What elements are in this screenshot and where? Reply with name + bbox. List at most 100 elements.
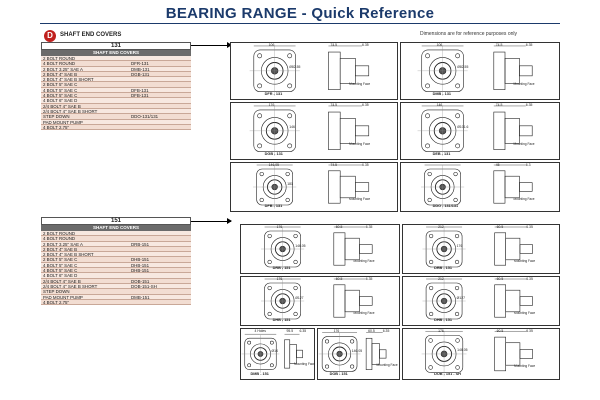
dimension-label: 106 <box>268 43 275 47</box>
row-description: 4 BOLT 2.75" <box>43 124 70 130</box>
bolt-hole <box>427 197 432 203</box>
drawing-caption: DFB - 131 <box>264 204 283 208</box>
row-part-code <box>131 231 191 235</box>
side-flange <box>365 337 373 370</box>
drawing-caption: DGB - 131 <box>264 152 283 156</box>
bolt-hole <box>429 311 434 317</box>
table-header: SHAFT END COVERS <box>41 225 191 231</box>
row-part-code <box>131 289 191 293</box>
pointer-arrow <box>191 42 232 48</box>
row-description: 2 BOLT 5" SAE C <box>43 82 78 87</box>
row-description: 2/4 BOLT 4" SAE B <box>43 278 81 283</box>
technical-drawing <box>421 331 533 377</box>
drawing-caption: DFR - 131 <box>264 92 283 96</box>
technical-drawing <box>417 105 533 156</box>
table-row: 2 BOLT 4" SAE B SHORT <box>41 77 191 83</box>
bolt-hole <box>293 311 298 317</box>
bolt-hole <box>267 233 272 239</box>
drawing-caption: DRB - 151 <box>272 266 291 270</box>
dimension-label: 176 <box>276 277 283 281</box>
mounting-face-label: Mounting Face <box>513 82 535 87</box>
row-part-code <box>131 300 191 304</box>
mounting-face-label: Mounting Face <box>293 362 316 367</box>
bolt-hole <box>293 285 298 291</box>
technical-drawing <box>261 278 373 323</box>
bolt-hole <box>285 171 290 177</box>
bolt-hole <box>257 143 263 149</box>
row-description: 4 BOLT 5" SAE C <box>43 262 78 268</box>
side-flange <box>333 284 346 318</box>
bolt-hole <box>429 259 434 265</box>
drawing-caption: DOB - 151 - SH <box>434 372 461 376</box>
row-part-code: DFB-131 <box>131 87 149 93</box>
table-row: 2 BOLT ROUND <box>41 56 191 62</box>
side-housing <box>371 343 380 365</box>
dimension-label: 146 <box>436 103 443 107</box>
row-description: 2 BOLT ROUND <box>43 231 76 236</box>
row-part-code <box>131 56 191 60</box>
dimension-label: 60.5 <box>335 225 343 229</box>
table-row: 4 BOLT 2.75" <box>41 299 191 306</box>
table-header: SHAFT END COVERS <box>41 50 191 56</box>
bolt-hole <box>259 171 264 177</box>
side-flange <box>493 111 506 150</box>
row-part-code: DFB-131 <box>131 93 149 98</box>
side-flange <box>328 111 341 150</box>
bolt-hole <box>455 338 460 343</box>
bolt-hole <box>269 363 274 368</box>
side-flange <box>328 51 341 90</box>
bolt-hole <box>425 143 430 149</box>
bolt-hole <box>425 53 430 59</box>
bolt-hole <box>287 113 293 119</box>
side-housing <box>505 237 521 261</box>
dimension-label: 74.5 <box>330 103 338 107</box>
side-shaft <box>519 125 533 137</box>
side-flange <box>328 170 341 204</box>
bolt-hole <box>293 259 298 265</box>
row-part-code: DHB-151 <box>131 262 150 268</box>
bolt-hole <box>350 364 355 369</box>
dimension-label: 146.05 <box>457 348 468 353</box>
bolt-hole <box>293 233 298 239</box>
row-description: 2/4 BOLT 4" SAE B SHORT <box>43 283 98 289</box>
row-description: 4 BOLT ROUND <box>43 61 76 66</box>
row-description: 2 BOLT 4" SAE B <box>43 71 78 77</box>
row-part-code <box>131 247 191 251</box>
side-shaft <box>519 182 533 192</box>
table-row: 4 BOLT 5" SAE C DHB-151 <box>41 262 191 269</box>
bolt-hole <box>454 285 460 291</box>
side-shaft <box>519 65 533 77</box>
row-part-code: DMB-151 <box>131 294 150 299</box>
pointer-arrow <box>191 218 232 224</box>
bolt-hole <box>287 83 293 89</box>
dimension-label: 6.35 <box>382 329 390 333</box>
dimension-label: 6.35 <box>362 103 369 107</box>
bolt-hole <box>257 53 263 59</box>
row-description: 2/4 BOLT 4" SAE B <box>43 103 81 108</box>
dimension-label: 176 <box>456 243 463 248</box>
table-row: 2 BOLT 4" SAE B <box>41 246 191 253</box>
dimension-label: 212 <box>438 277 444 281</box>
side-shaft <box>296 349 303 359</box>
side-shaft <box>355 182 370 192</box>
side-housing <box>339 58 356 84</box>
bolt-hole <box>259 197 264 203</box>
bolt-hole <box>324 339 330 344</box>
bolt-hole <box>267 259 272 265</box>
side-shaft <box>359 244 373 254</box>
technical-drawing <box>249 105 370 156</box>
row-part-code: DGB-131 <box>131 71 150 77</box>
row-part-code <box>131 252 191 256</box>
dimension-label: Ø101.6 <box>457 124 469 129</box>
